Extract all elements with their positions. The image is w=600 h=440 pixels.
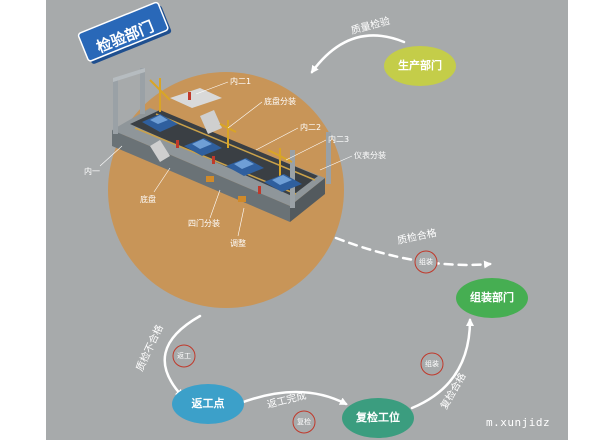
svg-text:返工点: 返工点 <box>192 396 225 410</box>
node-recheck: 复检工位 <box>342 398 414 438</box>
flow-label-quality-inspection: 质量检验 <box>349 14 391 37</box>
node-production: 生产部门 <box>384 46 456 86</box>
svg-text:组装: 组装 <box>419 257 433 266</box>
badge-rework: 返工 <box>172 344 196 368</box>
svg-text:返工: 返工 <box>177 352 191 360</box>
arrow-recheck-to-assembly <box>410 318 474 410</box>
label-chassis-subassembly: 底盘分装 <box>264 96 296 106</box>
flow-label-qc-pass: 质检合格 <box>396 226 438 247</box>
flow-label-qc-fail: 质检不合格 <box>133 322 166 373</box>
car <box>142 114 178 132</box>
diagram-panel: 内二1 底盘分装 内二2 内二3 仪表分装 内一 底盘 四门分装 调整 检验部门… <box>46 0 568 440</box>
svg-text:组装部门: 组装部门 <box>470 290 514 304</box>
label-inner2-2: 内二2 <box>300 122 321 132</box>
label-inner1: 内一 <box>84 166 100 176</box>
node-rework-point: 返工点 <box>172 384 244 424</box>
assembly-line-illustration <box>99 68 353 237</box>
label-inner2-3: 内二3 <box>328 134 349 144</box>
label-four-door-subassembly: 四门分装 <box>188 218 220 228</box>
node-assembly: 组装部门 <box>456 278 528 318</box>
arrow-fail-to-rework <box>163 314 202 398</box>
car <box>184 138 222 156</box>
car <box>264 174 302 192</box>
badge-assembly-b: 组装 <box>420 352 444 376</box>
badge-recheck: 复检 <box>292 410 316 434</box>
svg-text:组装: 组装 <box>425 359 439 368</box>
title-tag: 检验部门 <box>77 1 172 64</box>
arrow-rework-to-recheck <box>236 390 348 406</box>
badge-assembly-a: 组装 <box>414 250 438 274</box>
label-inner2-1: 内二1 <box>230 76 251 86</box>
svg-text:生产部门: 生产部门 <box>398 58 442 72</box>
watermark: m.xunjidz <box>486 416 551 429</box>
flow-diagram: 内二1 底盘分装 内二2 内二3 仪表分装 内一 底盘 四门分装 调整 检验部门… <box>77 1 528 438</box>
svg-text:复检工位: 复检工位 <box>355 410 400 424</box>
svg-text:复检: 复检 <box>297 417 311 426</box>
car <box>226 158 264 176</box>
label-adjust: 调整 <box>230 238 246 248</box>
label-instrument-subassembly: 仪表分装 <box>354 150 386 160</box>
label-chassis: 底盘 <box>140 194 156 204</box>
arrow-production-to-inspection <box>310 34 406 74</box>
